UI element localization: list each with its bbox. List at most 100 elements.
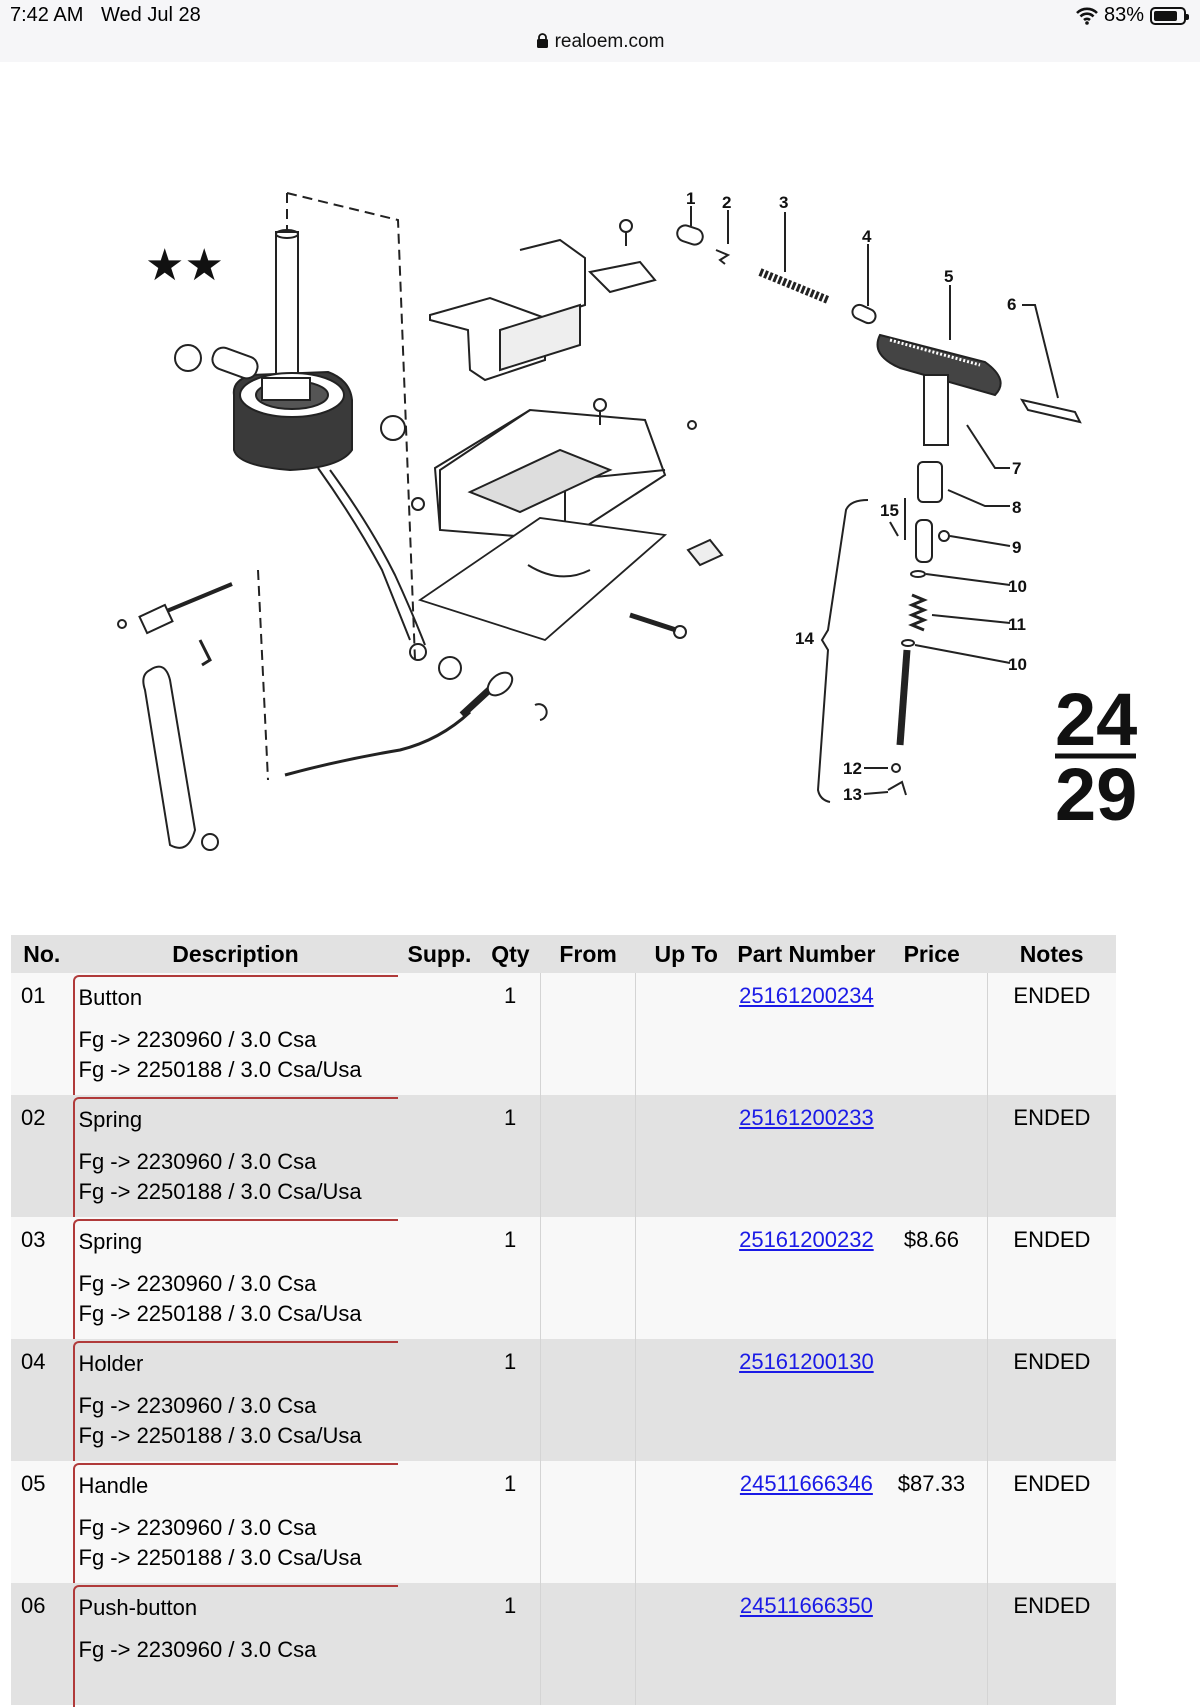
cell-no: 02 (11, 1095, 73, 1217)
cell-from (540, 1217, 637, 1339)
table-row: 03 Spring Fg -> 2230960 / 3.0 Csa Fg -> … (11, 1217, 1116, 1341)
cell-qty: 1 (480, 1583, 541, 1705)
cell-from (540, 973, 637, 1095)
address-bar[interactable]: realoem.com (0, 31, 1200, 53)
callout-3: 3 (779, 193, 788, 212)
cell-part-number: 24511666346 (736, 1461, 877, 1583)
cell-from (540, 1339, 637, 1461)
fitment-note: Fg -> 2250188 / 3.0 Csa/Usa (78, 1057, 362, 1082)
lock-icon (536, 33, 548, 48)
callout-15: 15 (880, 501, 899, 520)
battery-percent: 83% (1103, 4, 1144, 26)
fitment-note: Fg -> 2230960 / 3.0 Csa (78, 1271, 317, 1296)
cell-description: Holder Fg -> 2230960 / 3.0 Csa Fg -> 225… (72, 1339, 399, 1463)
callout-8: 8 (1012, 498, 1021, 517)
fitment-note: Fg -> 2230960 / 3.0 Csa (78, 1027, 317, 1052)
exploded-view-illustration: ★★ (117, 189, 1137, 851)
cell-from (540, 1461, 637, 1583)
stars-mark: ★★ (145, 241, 224, 290)
cell-description: Push-button Fg -> 2230960 / 3.0 Csa (72, 1583, 399, 1707)
cell-qty: 1 (480, 973, 541, 1095)
cell-part-number: 24511666350 (736, 1583, 877, 1705)
header-supp: Supp. (398, 935, 481, 973)
cell-supp (398, 1095, 481, 1217)
callout-7: 7 (1012, 459, 1021, 478)
header-part-number: Part Number (736, 935, 877, 973)
callout-14: 14 (795, 629, 814, 648)
cell-description: Spring Fg -> 2230960 / 3.0 Csa Fg -> 225… (72, 1217, 399, 1341)
part-name: Handle (78, 1473, 149, 1498)
part-number-link[interactable]: 25161200130 (739, 1349, 874, 1374)
cell-qty: 1 (480, 1095, 541, 1217)
header-description: Description (72, 935, 399, 973)
wifi-icon (1076, 7, 1098, 25)
cell-description: Button Fg -> 2230960 / 3.0 Csa Fg -> 225… (72, 973, 399, 1097)
part-name: Spring (78, 1229, 143, 1254)
fitment-note: Fg -> 2250188 / 3.0 Csa/Usa (78, 1545, 362, 1570)
cell-qty: 1 (480, 1339, 541, 1461)
part-number-link[interactable]: 25161200232 (739, 1227, 874, 1252)
callout-5: 5 (944, 267, 953, 286)
parts-table: No. Description Supp. Qty From Up To Par… (11, 935, 1116, 1707)
callout-4: 4 (862, 227, 872, 246)
cell-no: 01 (11, 973, 73, 1095)
cell-notes: ENDED (987, 1583, 1116, 1705)
cell-description: Spring Fg -> 2230960 / 3.0 Csa Fg -> 225… (72, 1095, 399, 1219)
callout-12: 12 (843, 759, 862, 778)
callout-2: 2 (722, 193, 731, 212)
cell-price (876, 973, 988, 1095)
header-no: No. (11, 935, 73, 973)
fitment-note: Fg -> 2230960 / 3.0 Csa (78, 1515, 317, 1540)
callout-11: 11 (1008, 615, 1026, 634)
cell-part-number: 25161200234 (736, 973, 877, 1095)
battery-icon (1150, 6, 1189, 25)
header-qty: Qty (480, 935, 541, 973)
callout-10b: 10 (1008, 655, 1027, 674)
cell-price: $8.66 (876, 1217, 988, 1339)
cell-notes: ENDED (987, 1339, 1116, 1461)
cell-from (540, 1095, 637, 1217)
cell-from (540, 1583, 637, 1705)
header-up-to: Up To (635, 935, 737, 973)
callout-13: 13 (843, 785, 862, 804)
part-number-link[interactable]: 24511666346 (739, 1471, 873, 1496)
fitment-note: Fg -> 2250188 / 3.0 Csa/Usa (78, 1423, 362, 1448)
part-name: Holder (78, 1351, 144, 1376)
fitment-note: Fg -> 2230960 / 3.0 Csa (78, 1637, 317, 1662)
cell-up-to (635, 1339, 737, 1461)
status-date: Wed Jul 28 (101, 4, 201, 26)
table-row: 05 Handle Fg -> 2230960 / 3.0 Csa Fg -> … (11, 1461, 1116, 1585)
table-row: 01 Button Fg -> 2230960 / 3.0 Csa Fg -> … (11, 973, 1116, 1097)
cell-up-to (635, 1217, 737, 1339)
table-row: 06 Push-button Fg -> 2230960 / 3.0 Csa 1… (11, 1583, 1116, 1707)
cell-part-number: 25161200233 (736, 1095, 877, 1217)
cell-notes: ENDED (987, 1095, 1116, 1217)
cell-supp (398, 973, 481, 1095)
cell-no: 06 (11, 1583, 73, 1705)
part-name: Push-button (78, 1595, 198, 1620)
part-number-link[interactable]: 24511666350 (739, 1593, 873, 1618)
cell-no: 04 (11, 1339, 73, 1461)
fitment-note: Fg -> 2250188 / 3.0 Csa/Usa (78, 1179, 362, 1204)
parts-diagram: ★★ (0, 62, 1200, 922)
page-ref-bottom: 29 (1055, 753, 1137, 836)
cell-price (876, 1095, 988, 1217)
cell-supp (398, 1339, 481, 1461)
cell-price: $87.33 (876, 1461, 988, 1583)
cell-up-to (635, 1461, 737, 1583)
header-from: From (540, 935, 636, 973)
part-number-link[interactable]: 25161200234 (739, 983, 874, 1008)
cell-description: Handle Fg -> 2230960 / 3.0 Csa Fg -> 225… (72, 1461, 399, 1585)
callout-10a: 10 (1008, 577, 1027, 596)
cell-no: 05 (11, 1461, 73, 1583)
cell-notes: ENDED (987, 1461, 1116, 1583)
fitment-note: Fg -> 2230960 / 3.0 Csa (78, 1393, 317, 1418)
part-number-link[interactable]: 25161200233 (739, 1105, 874, 1130)
cell-up-to (635, 1583, 737, 1705)
part-name: Spring (78, 1107, 143, 1132)
cell-price (876, 1583, 988, 1705)
cell-no: 03 (11, 1217, 73, 1339)
cell-up-to (635, 1095, 737, 1217)
callout-9: 9 (1012, 538, 1021, 557)
fitment-note: Fg -> 2250188 / 3.0 Csa/Usa (78, 1301, 362, 1326)
